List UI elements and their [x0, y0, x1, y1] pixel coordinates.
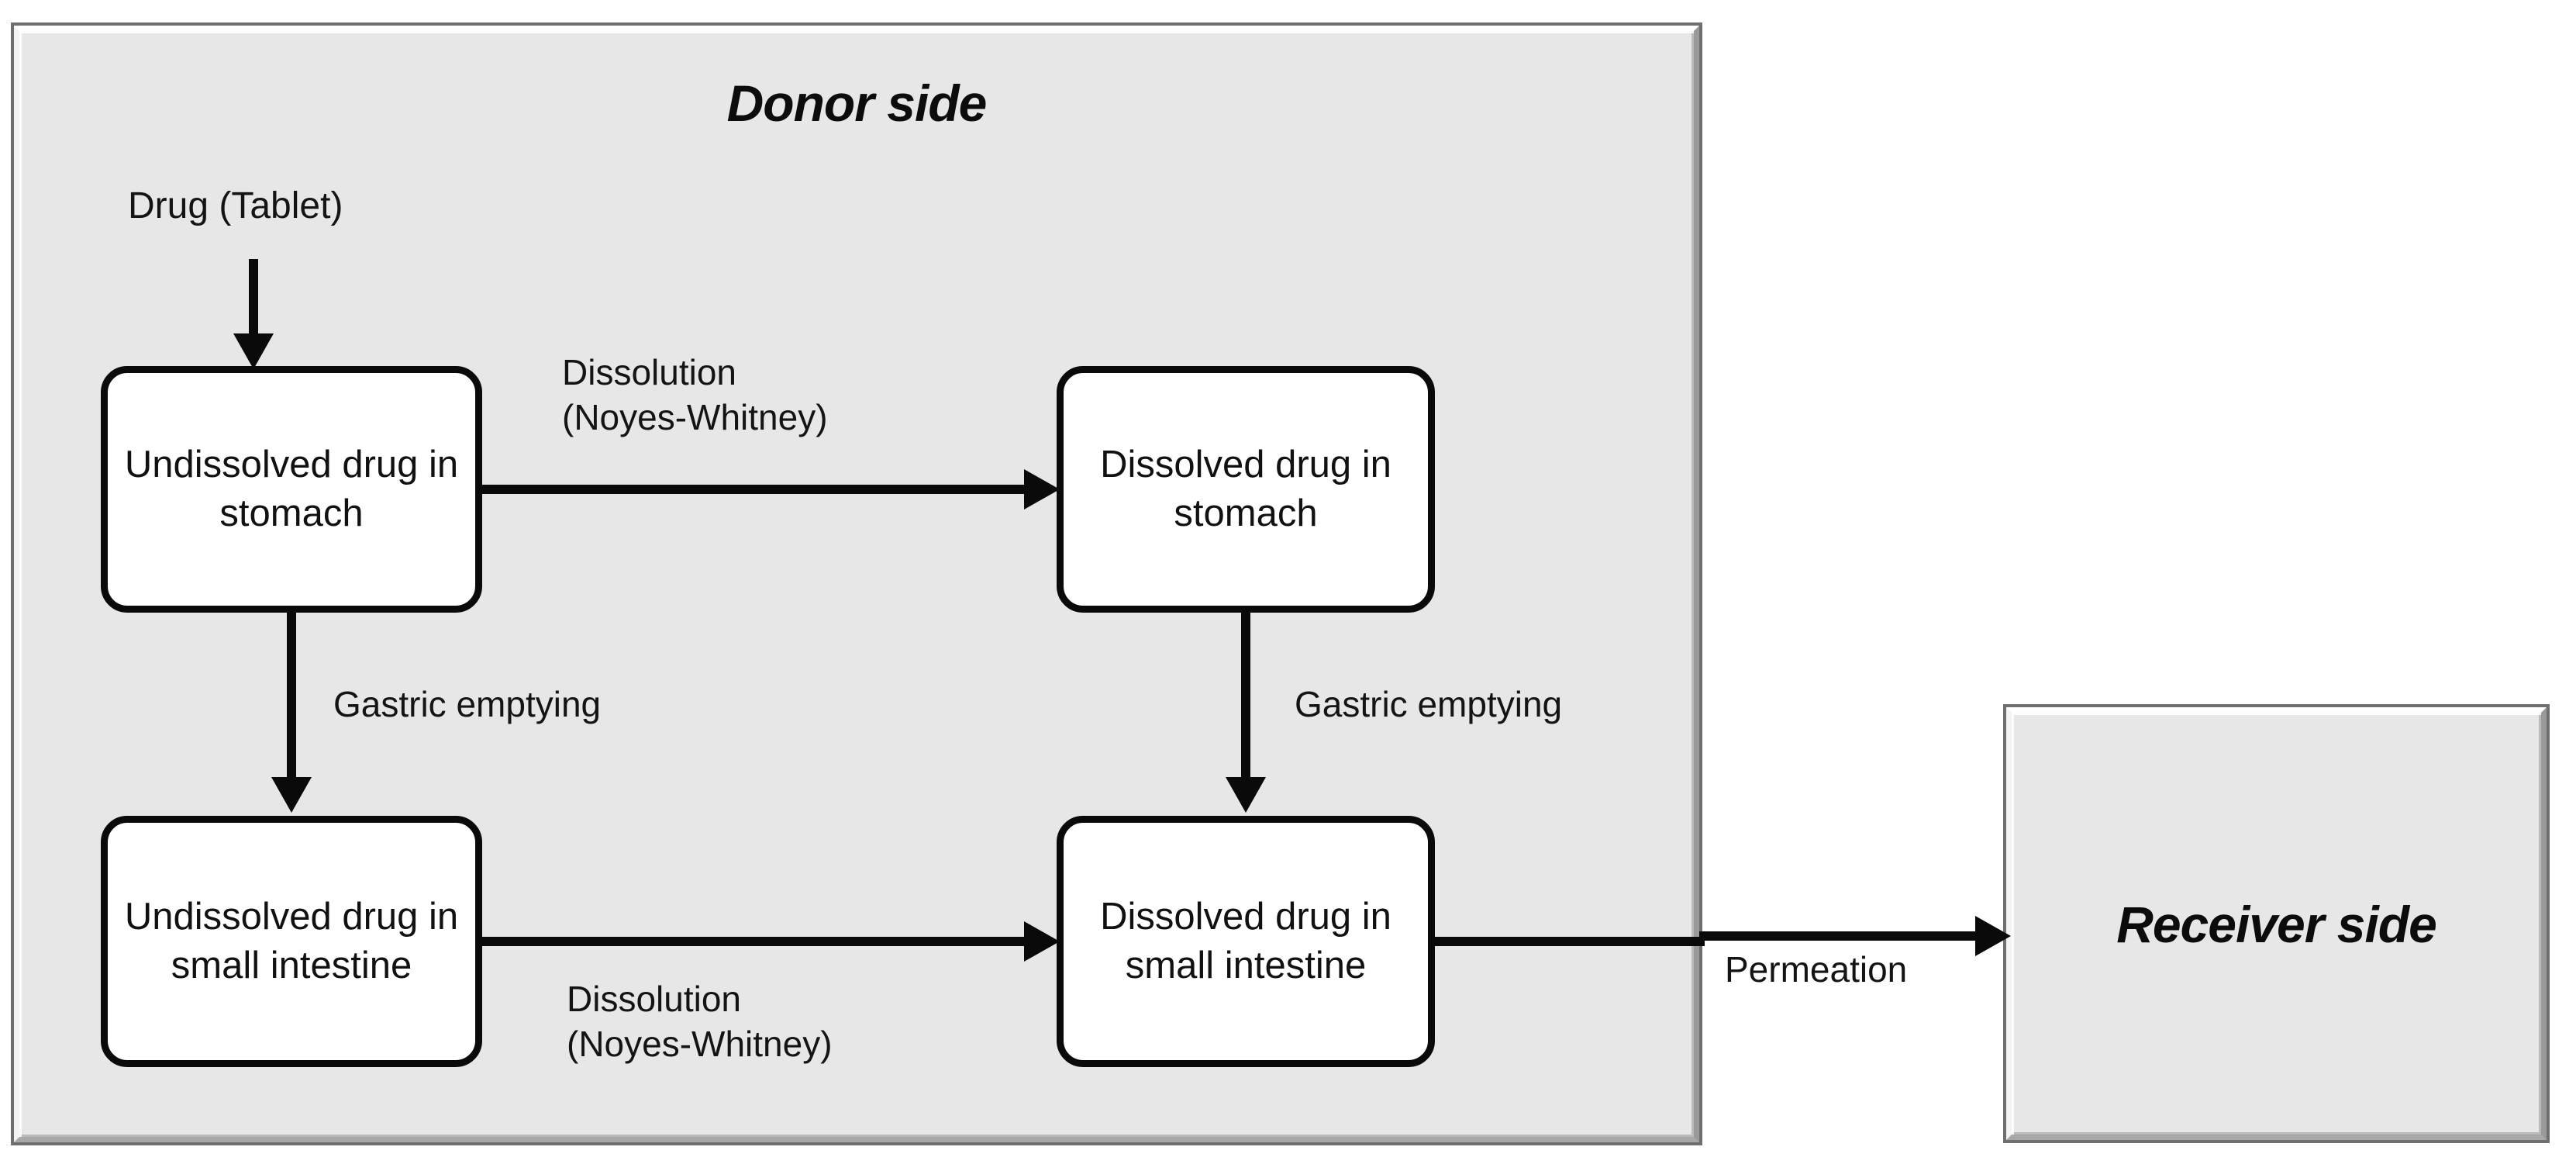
arrow-gastric-emptying-undissolved-shaft [287, 606, 296, 788]
arrow-dissolution-small-intestine-shaft [475, 937, 1032, 946]
arrow-drug-to-undissolved-stomach-head [233, 333, 274, 369]
donor-side-panel: Donor side Drug (Tablet) Undissolved dru… [11, 22, 1705, 1145]
node-dissolved-drug-in-small-intestine[interactable]: Dissolved drug in small intestine [1057, 816, 1435, 1067]
edge-label-gastric-emptying-undissolved: Gastric emptying [333, 684, 602, 724]
arrow-gastric-emptying-dissolved-head [1226, 777, 1266, 813]
arrow-dissolution-stomach-shaft [475, 485, 1032, 494]
edge-label-permeation: Permeation [1725, 949, 1908, 990]
arrow-permeation-head [1975, 916, 2011, 956]
arrow-permeation-shaft-inner [1426, 937, 1705, 946]
receiver-side-panel: Receiver side [2003, 704, 2550, 1143]
edge-label-gastric-emptying-dissolved: Gastric emptying [1295, 684, 1563, 724]
arrow-drug-to-undissolved-stomach-shaft [249, 259, 258, 343]
node-dissolved-drug-in-stomach[interactable]: Dissolved drug in stomach [1057, 366, 1435, 613]
arrow-gastric-emptying-undissolved-head [271, 777, 312, 813]
receiver-side-title: Receiver side [2116, 896, 2437, 953]
edge-label-dissolution-small-intestine: Dissolution (Noyes-Whitney) [567, 979, 833, 1064]
arrow-gastric-emptying-dissolved-shaft [1241, 606, 1250, 788]
node-undissolved-drug-in-stomach[interactable]: Undissolved drug in stomach [101, 366, 482, 613]
arrow-dissolution-stomach-head [1024, 469, 1060, 510]
edge-label-drug-tablet: Drug (Tablet) [128, 185, 343, 226]
arrow-permeation-shaft-outer [1699, 931, 1991, 941]
edge-label-dissolution-stomach: Dissolution (Noyes-Whitney) [562, 352, 828, 437]
arrow-dissolution-small-intestine-head [1024, 921, 1060, 962]
donor-side-title: Donor side [726, 74, 988, 132]
node-undissolved-drug-in-small-intestine[interactable]: Undissolved drug in small intestine [101, 816, 482, 1067]
